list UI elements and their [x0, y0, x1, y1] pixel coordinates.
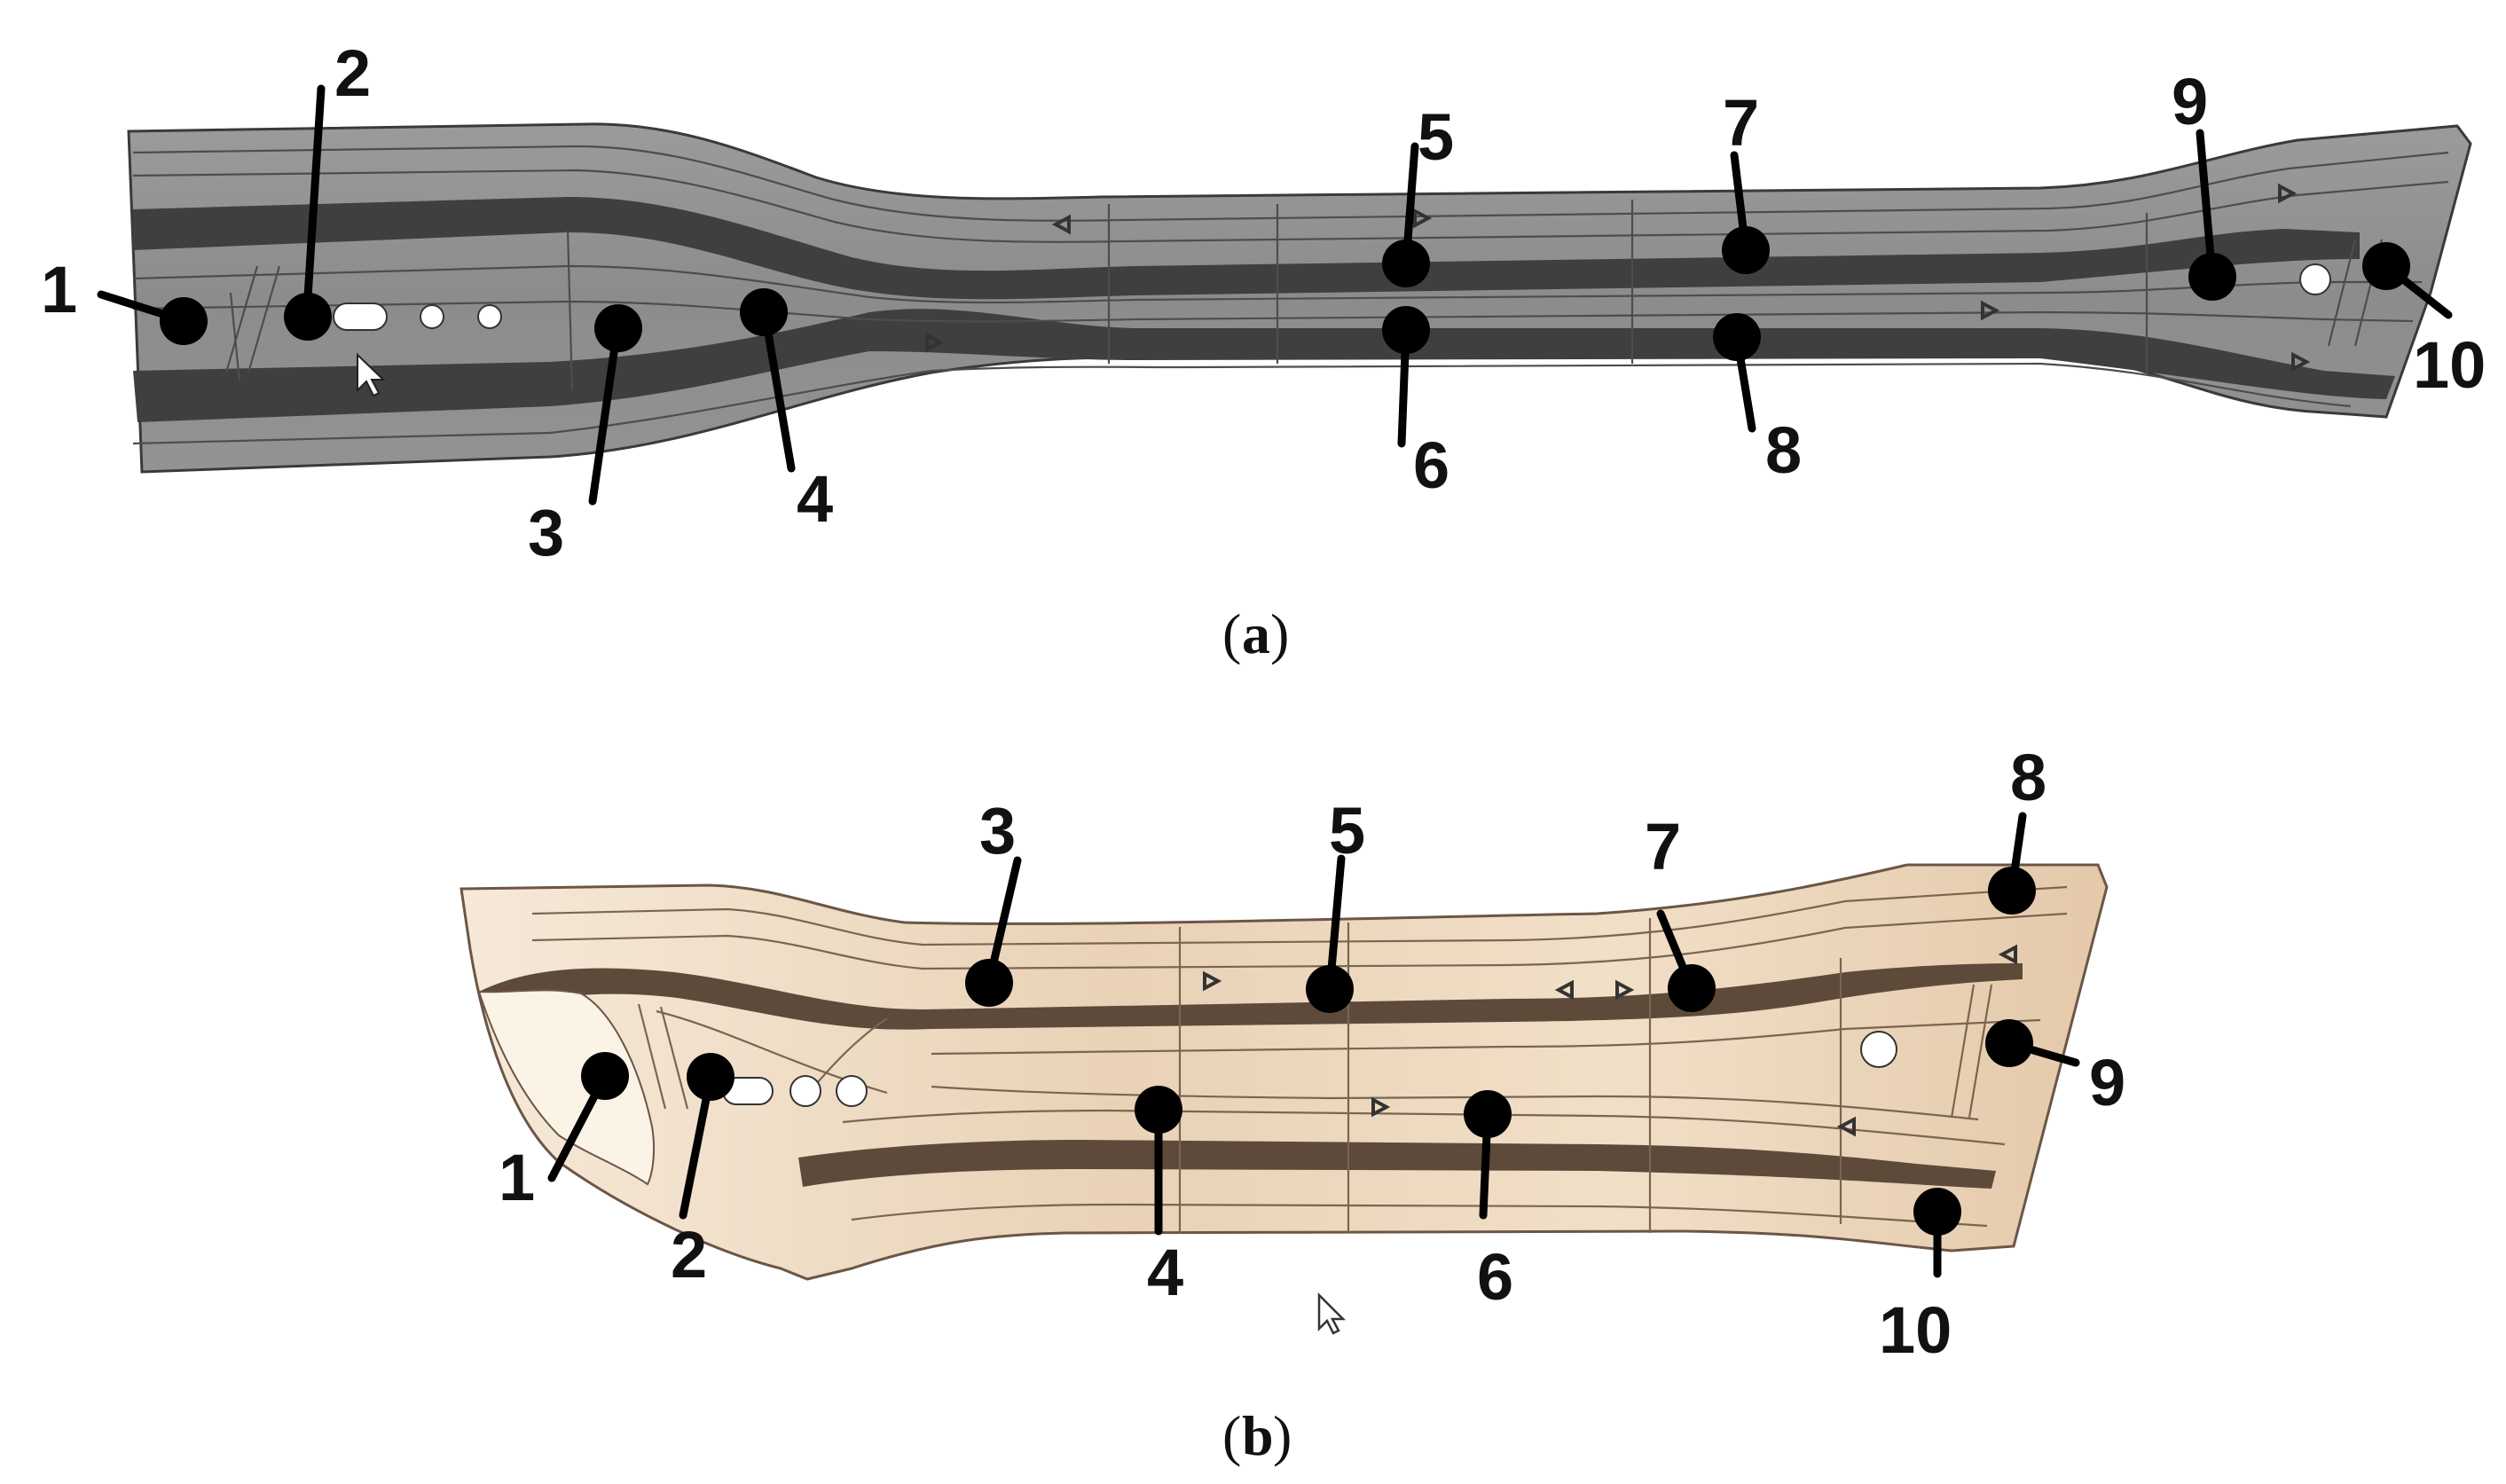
- measurement-point: [284, 293, 332, 341]
- rail-b-round-hole: [790, 1075, 821, 1107]
- measurement-point: [1668, 964, 1716, 1012]
- rail-b-line: [842, 1109, 2006, 1146]
- caption-paren-close: ): [1270, 602, 1289, 665]
- measurement-point: [2362, 242, 2410, 290]
- rail-a-triangle-mark: [925, 332, 945, 353]
- rail-a-triangle-mark: [1413, 208, 1433, 229]
- measurement-point: [160, 297, 208, 345]
- point-label-9: 9: [2089, 1046, 2125, 1119]
- point-label-9: 9: [2172, 65, 2208, 138]
- point-label-4: 4: [1147, 1236, 1183, 1309]
- rail-b-line: [531, 885, 2068, 946]
- rail-b-triangle-mark: [1998, 944, 2017, 965]
- measurement-point: [581, 1052, 629, 1100]
- rail-a-lower-channel: [133, 309, 2395, 422]
- measurement-point: [1382, 306, 1430, 354]
- measurement-point: [740, 288, 788, 336]
- measurement-point: [687, 1053, 735, 1101]
- rail-b-line: [931, 1085, 1979, 1121]
- rail-a-line: [224, 239, 2384, 373]
- panel-b-caption: ( b ): [1222, 1404, 1292, 1467]
- measurement-point: [594, 304, 642, 352]
- measurement-point: [1135, 1086, 1182, 1134]
- measurement-point: [965, 959, 1013, 1007]
- rail-b-lower-channel: [798, 1140, 1996, 1189]
- rail-a-line: [132, 300, 2414, 323]
- point-label-3: 3: [528, 496, 564, 569]
- point-label-6: 6: [1413, 428, 1449, 502]
- point-label-5: 5: [1329, 794, 1365, 868]
- rail-a-round-hole: [477, 304, 502, 329]
- rail-b-line: [531, 912, 2068, 970]
- measurement-point: [1722, 226, 1770, 274]
- rail-b-round-hole: [1860, 1031, 1897, 1068]
- rail-a-slot-hole: [333, 302, 388, 331]
- rail-a-upper-channel: [133, 197, 2360, 300]
- point-label-10: 10: [2413, 328, 2486, 402]
- leader-line: [760, 308, 796, 473]
- point-label-5: 5: [1418, 100, 1454, 174]
- rail-b-triangle-mark: [1203, 970, 1222, 992]
- measurement-point: [1913, 1188, 1961, 1236]
- panel-a-caption: ( a ): [1222, 602, 1289, 665]
- cursor-icon: [1317, 1292, 1347, 1335]
- caption-paren-open: (: [1222, 1404, 1241, 1467]
- point-label-3: 3: [979, 794, 1016, 868]
- measurement-point: [1988, 867, 2036, 915]
- leader-line: [588, 324, 622, 506]
- caption-paren-open: (: [1222, 602, 1241, 665]
- point-label-1: 1: [41, 253, 77, 326]
- panel-a: 1 2 3 4 5 6 7 8 9: [41, 36, 2486, 665]
- rail-a-line: [132, 169, 2449, 243]
- measurement-point: [1464, 1090, 1512, 1138]
- panel-b: 1 2 3 4 5 6 7 8 9: [460, 741, 2125, 1467]
- rail-a-cursor-icon: [357, 352, 386, 397]
- rail-a-line: [132, 362, 2352, 445]
- caption-paren-close: ): [1273, 1404, 1292, 1467]
- rail-b-nose: [477, 989, 656, 1186]
- rail-a-line: [229, 200, 2149, 391]
- rail-a-line: [132, 264, 2422, 304]
- rail-a-round-hole: [420, 304, 444, 329]
- point-label-4: 4: [797, 462, 833, 536]
- leader-line: [302, 84, 326, 315]
- rail-b-triangle-mark: [1615, 979, 1635, 1001]
- measurement-point: [1382, 239, 1430, 287]
- panel-a-markers: 1 2 3 4 5 6 7 8 9: [41, 36, 2486, 569]
- rail-b-line: [851, 1203, 1988, 1228]
- point-label-7: 7: [1723, 86, 1759, 160]
- rail-a-triangle-mark: [1981, 300, 2000, 321]
- rail-a-triangle-mark: [2278, 183, 2298, 204]
- rail-b-round-hole: [836, 1075, 868, 1107]
- leader-line: [2196, 129, 2217, 281]
- point-label-2: 2: [334, 36, 371, 110]
- measurement-point: [1985, 1019, 2033, 1067]
- point-label-8: 8: [2010, 741, 2046, 814]
- rail-b-triangle-mark: [1371, 1096, 1391, 1118]
- measurement-point: [1713, 313, 1761, 361]
- point-label-8: 8: [1765, 413, 1802, 487]
- panel-b-markers: 1 2 3 4 5 6 7 8 9: [499, 741, 2125, 1367]
- rail-a-triangle-mark: [2291, 351, 2311, 373]
- measurement-point: [1306, 965, 1354, 1013]
- point-label-1: 1: [499, 1141, 535, 1214]
- rail-b-triangle-mark: [1554, 979, 1574, 1001]
- point-label-2: 2: [671, 1218, 707, 1292]
- rail-a-round-hole: [2299, 263, 2331, 295]
- rail-b-line: [637, 984, 1993, 1119]
- point-label-10: 10: [1879, 1293, 1952, 1367]
- rail-b-line: [1178, 918, 1842, 1233]
- measurement-point: [2188, 253, 2236, 301]
- rail-part-a: [127, 122, 2472, 474]
- rail-a-line: [132, 145, 2449, 222]
- point-label-6: 6: [1477, 1240, 1513, 1314]
- point-label-7: 7: [1645, 810, 1681, 883]
- caption-letter-b: b: [1242, 1404, 1274, 1467]
- rail-a-triangle-mark: [1051, 214, 1071, 235]
- caption-letter-a: a: [1242, 602, 1270, 665]
- rail-b-line: [931, 1018, 2041, 1056]
- rail-b-triangle-mark: [1836, 1116, 1856, 1137]
- rail-b-upper-channel: [479, 963, 2023, 1030]
